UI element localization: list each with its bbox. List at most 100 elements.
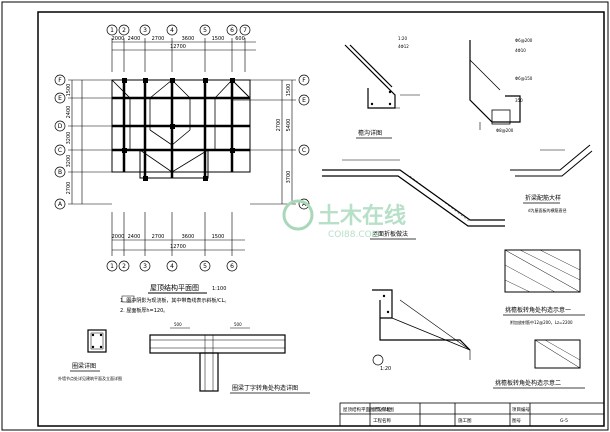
note-hatch-sample — [121, 295, 135, 303]
roof-fold-detail — [322, 159, 505, 227]
axis-row-c-right: C — [302, 147, 306, 154]
tjoint-dim-2: 500 — [234, 322, 242, 327]
corner-detail-one-title: 挑檐板转角处构造示意一 — [505, 306, 571, 314]
tjoint-title: 圈梁丁字转角处构造详图 — [232, 384, 298, 392]
dim-top-2: 2400 — [128, 36, 141, 42]
axis-col-6-bottom: 6 — [230, 263, 234, 270]
axis-row-a-right: A — [302, 201, 307, 208]
axis-row-a: A — [58, 201, 63, 208]
dim-right-4: 2700 — [276, 119, 282, 132]
eave-detail-title: 檐沟详图 — [358, 129, 382, 137]
tb-sheet-no: G-5 — [560, 418, 568, 424]
purlin-detail — [510, 144, 593, 177]
dim-top-6: 600 — [235, 36, 245, 42]
purlin-note: d为屋面板的横筋直径 — [528, 207, 567, 213]
axis-row-d: D — [58, 123, 63, 130]
tb-label-d: 图号 — [512, 418, 521, 424]
axis-col-2-bottom: 2 — [122, 263, 126, 270]
axis-col-3-bottom: 3 — [143, 263, 147, 270]
rb-label-4: 350 — [515, 98, 523, 103]
detail-bubble — [372, 354, 384, 366]
rb-label-5: Φ8@200 — [496, 128, 514, 133]
eave-label-b: 4Φ12 — [398, 44, 409, 49]
tb-label-b: 工程名称 — [373, 417, 391, 424]
ring-beam-section — [469, 40, 521, 130]
dim-bottom-3: 2700 — [152, 234, 165, 240]
axis-col-6: 6 — [230, 27, 234, 34]
axis-row-f: F — [58, 77, 62, 84]
axis-col-1-bottom: 1 — [110, 263, 114, 270]
dim-bottom-2: 2400 — [128, 234, 141, 240]
dim-bottom-4: 3600 — [182, 234, 195, 240]
dimension-labels: 2000 2400 2700 3600 1500 600 12700 2000 … — [66, 36, 292, 250]
dim-right-2: 5400 — [286, 119, 292, 132]
axis-col-2: 2 — [122, 27, 126, 34]
rb-label-2: 4Φ10 — [515, 48, 526, 53]
ring-beam-note: 外墙节点处详见建筑平面及立面详图 — [58, 375, 122, 381]
tb-label-a: 建设单位 — [373, 406, 391, 413]
tb-label-c: 项目编号 — [512, 406, 530, 413]
axis-col-4-bottom: 4 — [170, 263, 174, 270]
dim-top-total: 12700 — [170, 44, 186, 50]
ring-beam-rebars — [91, 333, 103, 349]
eave-rebar-dots — [370, 90, 392, 106]
roof-plan-outline — [111, 79, 251, 179]
scale-1-20: 1:20 — [380, 366, 391, 372]
dim-left-1: 1500 — [66, 84, 72, 97]
dim-left-5: 2700 — [66, 182, 72, 195]
purlin-title: 折梁配筋大样 — [525, 194, 561, 202]
corner-detail-two-title: 挑檐板转角处构造示意二 — [495, 379, 561, 387]
axis-bubbles — [54, 24, 310, 272]
corner-detail-one — [504, 249, 581, 293]
axis-col-3: 3 — [143, 27, 147, 34]
dim-right-1: 1500 — [286, 84, 292, 97]
canopy-section-detail — [372, 289, 471, 360]
ring-beam-detail — [87, 329, 107, 353]
watermark-cn: 土木在线 — [318, 203, 406, 229]
plan-scale: 1:100 — [212, 286, 226, 292]
axis-col-1: 1 — [110, 27, 114, 34]
note-2: 2. 屋面板厚h=120。 — [120, 307, 168, 314]
dim-top-3: 2700 — [152, 36, 165, 42]
ring-beam-title: 圈梁详图 — [72, 362, 96, 370]
canopy-rebar-dots — [382, 294, 390, 314]
corner-detail-note: 附加放射筋中12@200，Lz=2200 — [510, 319, 573, 325]
rb-label-1: Φ6@200 — [515, 38, 533, 43]
t-joint-detail — [149, 327, 286, 392]
axis-row-e: E — [58, 95, 62, 102]
title-block-text: 屋顶结构平面图 节点详图 建设单位 工程名称 施工图 项目编号 图号 G-5 — [343, 406, 568, 424]
eave-gutter-detail — [344, 44, 420, 109]
axis-labels: 1 2 3 4 5 6 7 1 2 3 4 5 6 F E D C B A F … — [58, 27, 307, 270]
dim-left-2: 2400 — [66, 106, 72, 119]
axis-row-b: B — [58, 169, 62, 176]
roof-plan — [68, 38, 296, 256]
roof-fold-title: 屋面折板做法 — [372, 230, 408, 238]
dim-left-3: 3200 — [66, 132, 72, 145]
dim-bottom-1: 2000 — [112, 234, 125, 240]
corner-detail-two — [534, 339, 581, 369]
inner-border — [37, 11, 605, 427]
watermark-logo-icon — [282, 199, 314, 231]
axis-row-f-right: F — [302, 77, 306, 84]
axis-row-e-right: E — [302, 97, 306, 104]
axis-col-5-bottom: 5 — [203, 263, 207, 270]
plan-columns — [122, 78, 235, 181]
ring-beam-labels: Φ6@200 4Φ10 Φ6@150 350 Φ8@200 — [496, 38, 533, 133]
axis-col-4: 4 — [170, 27, 174, 34]
dim-left-4: 3200 — [66, 155, 72, 168]
tb-drawing-name: 屋顶结构平面图 节点详图 — [343, 406, 394, 413]
dim-bottom-5: 1500 — [212, 234, 225, 240]
watermark: 土木在线 COI88.COM — [282, 199, 406, 240]
tjoint-dim-1: 500 — [174, 322, 182, 327]
dim-top-5: 1500 — [212, 36, 225, 42]
dim-bottom-total: 12700 — [170, 244, 186, 250]
dim-top-4: 3600 — [182, 36, 195, 42]
eave-label-a: 1:20 — [398, 36, 407, 41]
axis-col-7: 7 — [243, 27, 247, 34]
axis-row-c: C — [58, 147, 62, 154]
dim-right-3: 3700 — [286, 171, 292, 184]
axis-col-5: 5 — [203, 27, 207, 34]
note-1: 1. 图中阴影为现浇板，其中带角线表示斜板/CL。 — [120, 297, 229, 304]
